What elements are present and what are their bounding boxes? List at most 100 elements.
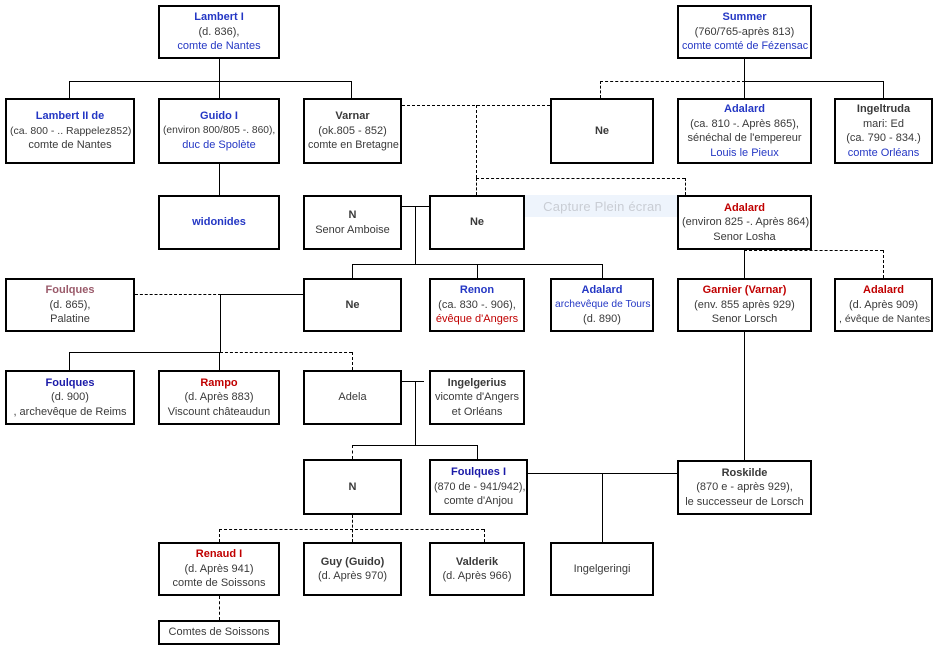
node-guy-guido[interactable]: Guy (Guido)(d. Après 970): [303, 542, 402, 596]
connector-dashed: [352, 515, 353, 542]
capture-fullscreen-overlay[interactable]: Capture Plein écran: [520, 195, 685, 217]
connector: [220, 294, 304, 295]
node-line: Guy (Guido): [320, 555, 385, 568]
connector: [744, 81, 883, 82]
connector: [69, 81, 70, 98]
node-line: N: [348, 480, 357, 493]
node-adalard-senechal[interactable]: Adalard (ca. 810 -. Après 865), sénéchal d…: [677, 98, 812, 164]
node-adalard-nantes[interactable]: Adalard(d. Après 909), évêque de Nantes: [834, 278, 933, 332]
node-line: (d. 836),: [198, 25, 240, 38]
node-lambert2[interactable]: Lambert II de(ca. 800 - .. Rappelez852)c…: [5, 98, 135, 164]
node-rampo[interactable]: Rampo(d. Après 883)Viscount châteaudun: [158, 370, 280, 425]
node-garnier-varnar[interactable]: Garnier (Varnar)(env. 855 après 929) Seno…: [677, 278, 812, 332]
node-line: Garnier (Varnar): [702, 284, 787, 297]
connector-dashed: [219, 529, 484, 530]
connector: [477, 445, 478, 459]
connector: [351, 81, 352, 98]
connector: [744, 332, 745, 460]
connector: [219, 164, 220, 195]
node-ne-r2[interactable]: Ne: [550, 98, 654, 164]
node-line: (ca. 790 - 834.): [846, 132, 921, 144]
node-line: (d. Après 941): [184, 562, 254, 575]
node-line: Adela: [338, 391, 367, 404]
node-valderik[interactable]: Valderik(d. Après 966): [429, 542, 525, 596]
connector-dashed: [476, 105, 477, 178]
node-line: sénéchal de l'empereur: [687, 132, 802, 144]
node-ingelgeringi[interactable]: Ingelgeringi: [550, 542, 654, 596]
connector: [744, 250, 745, 278]
node-summer[interactable]: Summer(760/765-après 813)comte comté de …: [677, 5, 812, 59]
node-line: (d. Après 883): [184, 391, 254, 404]
connector: [415, 206, 416, 264]
node-line: (ca. 810 -. Après 865),: [690, 117, 799, 130]
connector: [69, 352, 221, 353]
node-comtes-de-soissons[interactable]: Comtes de Soissons: [158, 620, 280, 645]
connector: [220, 294, 221, 352]
node-roskilde[interactable]: Roskilde(870 e - après 929),le successeu…: [677, 460, 812, 515]
node-line: Palatine: [50, 313, 90, 326]
connector-dashed: [219, 596, 220, 620]
node-adela[interactable]: Adela: [303, 370, 402, 425]
node-foulques-reims[interactable]: Foulques(d. 900), archevêque de Reims: [5, 370, 135, 425]
connector-dashed: [352, 352, 353, 370]
node-line: Ne: [345, 298, 360, 311]
node-foulques-palatine[interactable]: Foulques(d. 865),Palatine: [5, 278, 135, 332]
node-line: , archevêque de Reims: [13, 405, 127, 418]
connector: [219, 59, 220, 81]
node-line: le successeur de Lorsch: [685, 495, 804, 508]
node-line: (d. 890): [583, 313, 621, 326]
node-line: (environ 825 -. Après 864): [682, 216, 810, 229]
node-line: (ca. 800 - .. Rappelez852): [10, 124, 132, 137]
node-line: Adalard: [724, 103, 765, 115]
node-line: N: [348, 209, 357, 221]
node-line: Foulques: [45, 376, 95, 389]
node-renaud1[interactable]: Renaud I(d. Après 941)comte de Soissons: [158, 542, 280, 596]
connector: [744, 59, 745, 81]
node-line: Guido I: [200, 110, 238, 123]
connector-dashed: [352, 445, 353, 459]
connector-dashed: [135, 294, 221, 295]
node-widonides[interactable]: widonides: [158, 195, 280, 250]
connector: [402, 206, 450, 207]
node-line: (env. 855 après 929): [694, 298, 795, 311]
node-line: Ne: [469, 216, 485, 229]
node-line: et Orléans: [451, 405, 503, 418]
node-guido1[interactable]: Guido I(environ 800/805 -. 860),duc de S…: [158, 98, 280, 164]
node-lambert1[interactable]: Lambert I(d. 836),comte de Nantes: [158, 5, 280, 59]
node-line: Roskilde: [721, 466, 768, 479]
node-n-r6[interactable]: N: [303, 459, 402, 515]
node-line: archevêque de Tours: [555, 298, 651, 310]
node-line: widonides: [192, 216, 246, 229]
node-line: évêque d'Angers: [435, 313, 519, 326]
node-ne-r3[interactable]: Ne: [429, 195, 525, 250]
node-line: Adalard: [724, 201, 765, 214]
node-line: (d. 865),: [49, 298, 91, 311]
connector-dashed: [476, 178, 685, 179]
node-line: Valderik: [455, 555, 499, 568]
node-line: Senor Lorsch: [711, 313, 778, 326]
node-adalard-senor-losha[interactable]: Adalard(environ 825 -. Après 864)Senor L…: [677, 195, 812, 250]
connector: [744, 81, 745, 98]
connector-dashed: [600, 81, 601, 98]
node-ne-r4[interactable]: Ne: [303, 278, 402, 332]
node-line: Renon: [459, 284, 495, 297]
connector-dashed: [484, 529, 485, 542]
node-renon[interactable]: Renon(ca. 830 -. 906), évêque d'Angers: [429, 278, 525, 332]
node-line: (ca. 830 -. 906),: [438, 298, 516, 311]
node-foulques1[interactable]: Foulques I(870 de - 941/942),comte d'Anj…: [429, 459, 528, 515]
connector: [528, 473, 686, 474]
node-varnar[interactable]: Varnar(ok.805 - 852)comte en Bretagne: [303, 98, 402, 164]
connector-dashed: [685, 178, 686, 195]
connector: [219, 81, 220, 98]
connector: [602, 473, 603, 542]
connector: [402, 381, 424, 382]
node-line: (d. Après 909): [848, 298, 919, 311]
node-line: Ingelgerius: [447, 376, 507, 389]
node-line: Lambert I: [194, 11, 244, 24]
connector: [602, 264, 603, 278]
